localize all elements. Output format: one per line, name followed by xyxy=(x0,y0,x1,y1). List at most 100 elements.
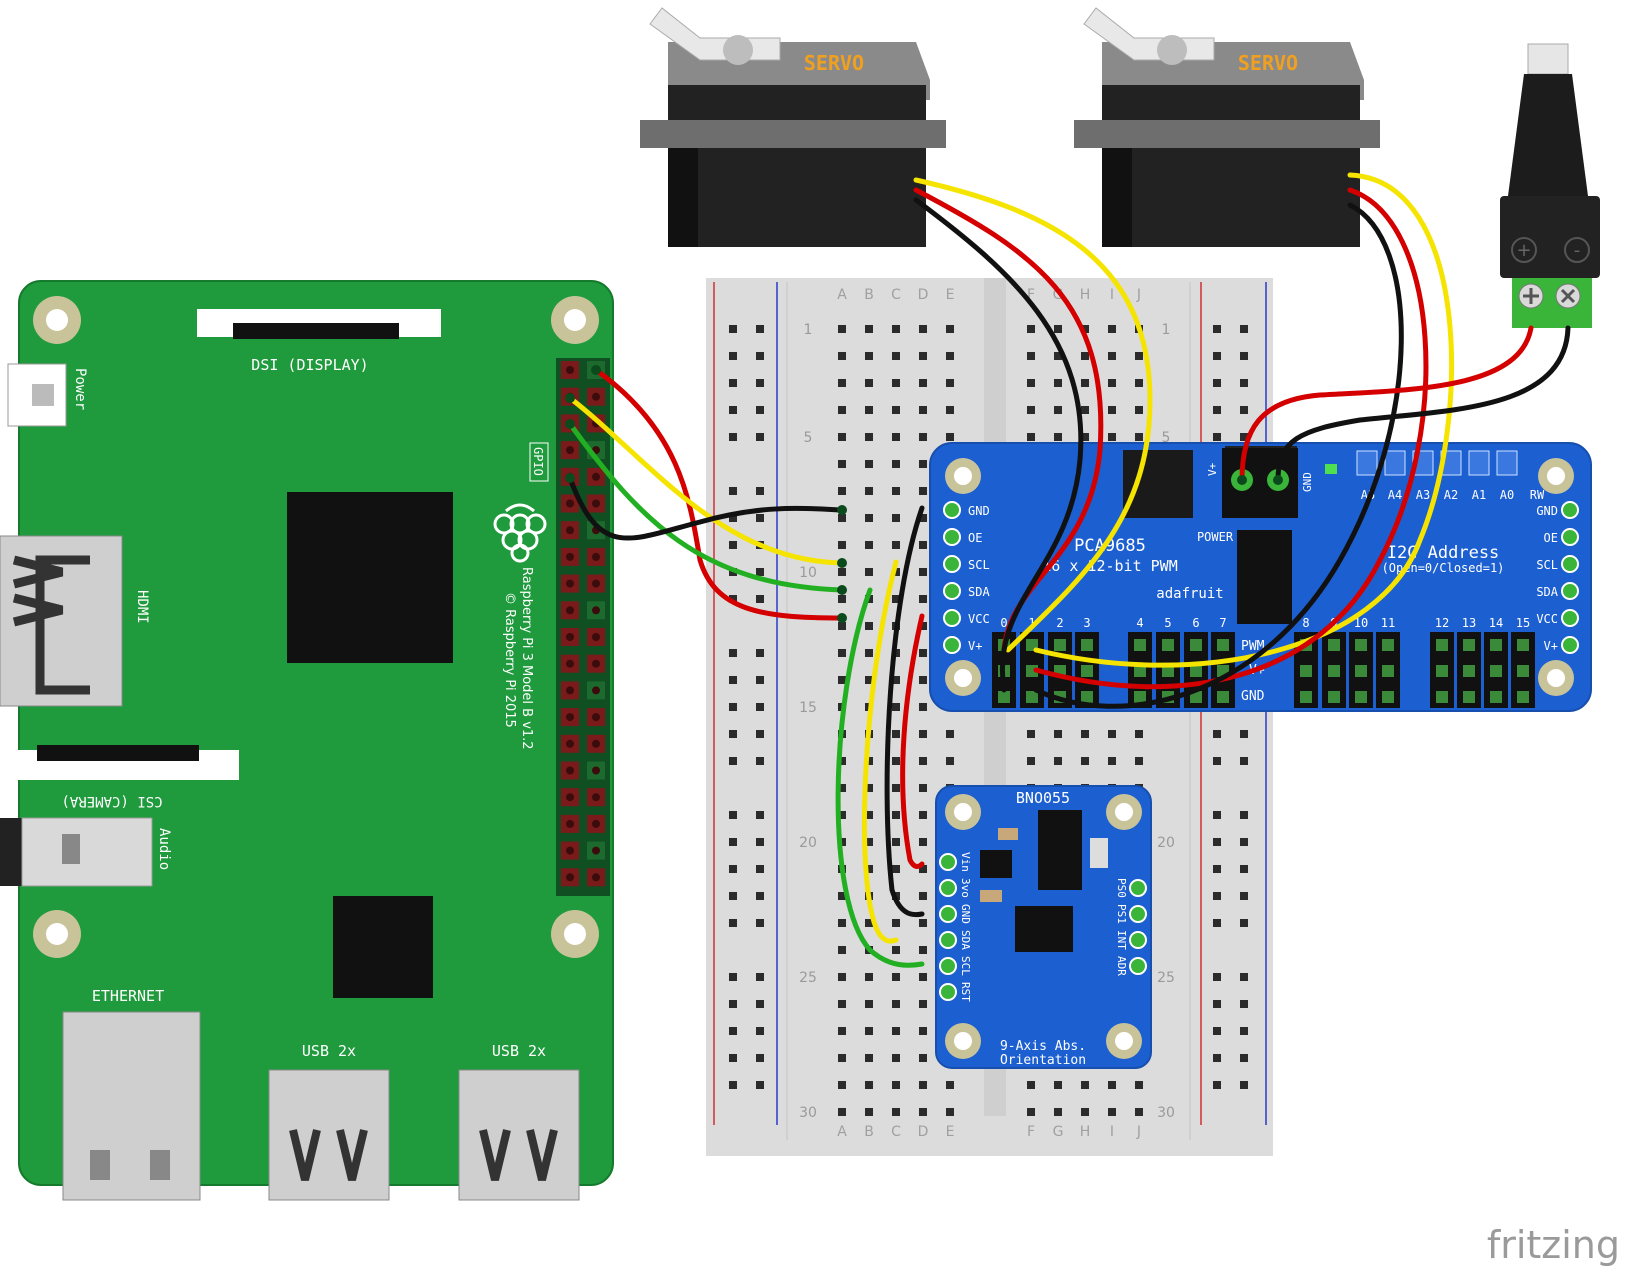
rail-hole xyxy=(1213,730,1221,738)
breadboard-hole xyxy=(838,325,846,333)
rail-hole xyxy=(729,676,737,684)
channel-number: 1 xyxy=(1028,616,1035,630)
gpio-pin-hole xyxy=(566,366,574,374)
rail-hole xyxy=(729,703,737,711)
breadboard-hole xyxy=(865,460,873,468)
column-letter: A xyxy=(837,1124,847,1140)
gpio-pin-hole xyxy=(566,739,574,748)
rail-hole xyxy=(756,1027,764,1035)
breadboard-hole xyxy=(1054,325,1062,333)
breadboard-hole xyxy=(919,622,927,630)
rail-hole xyxy=(1240,865,1248,873)
wire-servo2-yellow xyxy=(1033,172,1455,668)
channel-number: 15 xyxy=(1516,616,1530,630)
gpio-pin-hole xyxy=(566,659,574,668)
breadboard-hole xyxy=(919,1054,927,1062)
pca-subtitle: 16 x 12-bit PWM xyxy=(1042,557,1177,575)
breadboard-hole xyxy=(1108,325,1116,333)
breadboard-hole xyxy=(865,676,873,684)
breadboard-hole xyxy=(919,919,927,927)
breadboard-hole xyxy=(838,460,846,468)
breadboard-hole xyxy=(1027,1108,1035,1116)
column-letter: E xyxy=(946,287,955,303)
row-number-right: 30 xyxy=(1157,1105,1175,1121)
bno-right-pin xyxy=(1129,957,1147,975)
breadboard-hole xyxy=(1027,757,1035,765)
gpio-pin-hole xyxy=(566,873,574,882)
breadboard-hole xyxy=(919,406,927,414)
rail-hole xyxy=(729,865,737,873)
rail-hole xyxy=(729,649,737,657)
dc-barrel-jack: + - xyxy=(1500,43,1600,328)
channel-pin xyxy=(1134,665,1146,677)
channel-pin xyxy=(1328,665,1340,677)
breadboard-hole xyxy=(919,1081,927,1089)
column-letter: C xyxy=(891,287,901,303)
breadboard-hole xyxy=(919,325,927,333)
gpio-pin-hole xyxy=(592,846,600,855)
breadboard-hole xyxy=(892,919,900,927)
bno-left-pin-label: RST xyxy=(959,982,972,1002)
servo-2: SERVO xyxy=(1074,7,1380,247)
breadboard-hole xyxy=(1108,730,1116,738)
pca-brand: adafruit xyxy=(1156,586,1223,602)
breadboard-hole xyxy=(1108,1108,1116,1116)
pca-terminal-vplus: V+ xyxy=(1206,462,1219,476)
gpio-pin-hole xyxy=(592,633,600,641)
address-jumper xyxy=(1384,450,1406,476)
bno-footer-2: Orientation xyxy=(1000,1053,1086,1068)
channel-number: 10 xyxy=(1354,616,1368,630)
rail-hole xyxy=(729,541,737,549)
address-jumper xyxy=(1356,450,1378,476)
breadboard-hole xyxy=(919,595,927,603)
channel-pin xyxy=(1081,665,1093,677)
row-number-right: 1 xyxy=(1162,322,1171,338)
dsi-label: DSI (DISPLAY) xyxy=(251,356,368,374)
rail-hole xyxy=(729,325,737,333)
pca-left-pin-label: SCL xyxy=(968,558,990,572)
breadboard-hole xyxy=(919,514,927,522)
rail-hole xyxy=(756,703,764,711)
channel-pin xyxy=(1490,639,1502,651)
breadboard-hole xyxy=(892,514,900,522)
breadboard-hole xyxy=(919,676,927,684)
row-number-left: 1 xyxy=(804,322,813,338)
breadboard-hole xyxy=(946,1108,954,1116)
rail-hole xyxy=(756,649,764,657)
gpio-pin-hole xyxy=(592,499,600,508)
pca-i2c-title: I2C Address xyxy=(1387,543,1500,563)
rail-hole xyxy=(756,865,764,873)
rail-hole xyxy=(729,757,737,765)
pca-row-pwm: PWM xyxy=(1241,639,1265,654)
channel-number: 12 xyxy=(1435,616,1449,630)
rail-hole xyxy=(729,1000,737,1008)
breadboard-hole xyxy=(838,784,846,792)
breadboard-hole xyxy=(1135,1081,1143,1089)
pca-left-pin xyxy=(943,636,961,654)
pca-right-pin xyxy=(1561,582,1579,600)
jack-minus-label: - xyxy=(1574,240,1581,261)
rail-hole xyxy=(1213,433,1221,441)
gpio-pin-hole xyxy=(592,793,600,802)
gpio-pin-hole xyxy=(592,686,600,695)
pca-right-pin xyxy=(1561,528,1579,546)
breadboard-hole xyxy=(919,1000,927,1008)
address-label: A4 xyxy=(1388,488,1402,502)
breadboard-hole xyxy=(946,325,954,333)
breadboard-hole xyxy=(865,838,873,846)
row-number-right: 20 xyxy=(1157,835,1175,851)
breadboard-hole xyxy=(865,541,873,549)
wire-pi-red xyxy=(593,367,845,621)
breadboard-hole xyxy=(892,1027,900,1035)
channel-number: 3 xyxy=(1083,616,1090,630)
gpio-pin-hole xyxy=(566,793,574,802)
breadboard-hole xyxy=(838,1027,846,1035)
gpio-pin-hole xyxy=(566,819,574,828)
breadboard-hole xyxy=(838,541,846,549)
rail-hole xyxy=(1240,892,1248,900)
pca-left-pin-label: OE xyxy=(968,531,982,545)
breadboard-hole xyxy=(892,811,900,819)
breadboard-hole xyxy=(838,649,846,657)
channel-pin xyxy=(1162,639,1174,651)
